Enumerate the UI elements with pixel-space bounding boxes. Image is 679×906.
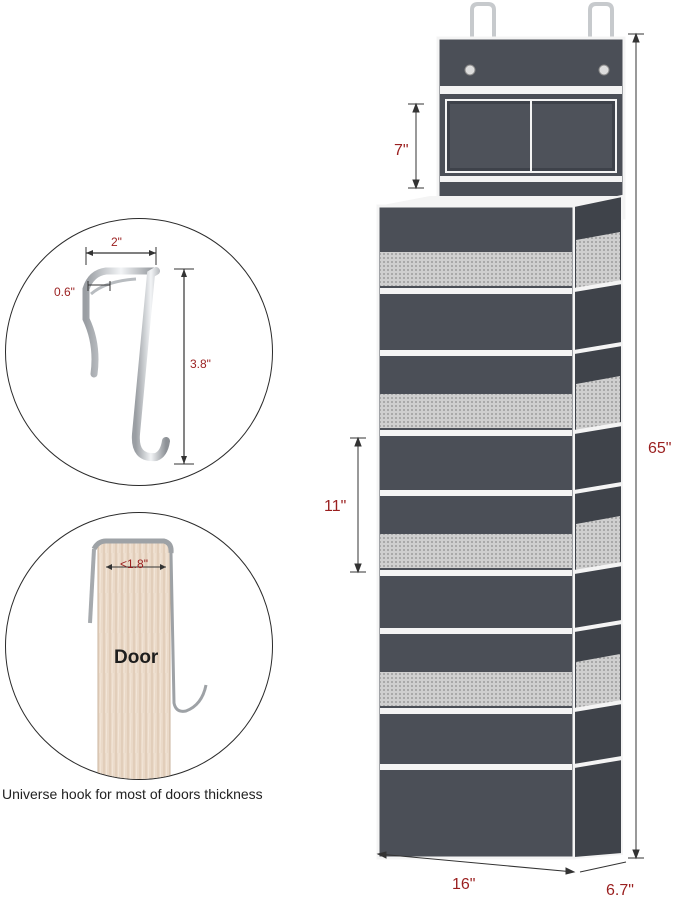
depth-label: 6.7": [606, 882, 634, 899]
top-pocket-height-label: 7": [394, 142, 409, 159]
door-detail-circle: <1.8" Door: [5, 512, 273, 780]
grommet-left: [464, 64, 476, 76]
hook-detail-circle: 2" 0.6" 3.8": [5, 218, 273, 486]
hook-caption: Universe hook for most of doors thicknes…: [2, 786, 263, 802]
hook-width-label: 2": [111, 235, 122, 249]
door-gap-label: <1.8": [120, 557, 148, 571]
pocket-height-label: 11": [324, 498, 347, 515]
total-height-label: 65": [648, 440, 672, 457]
pocket-rows: [380, 232, 623, 770]
width-label: 16": [452, 876, 476, 893]
over-door-organizer: [350, 2, 644, 875]
door-label: Door: [114, 647, 159, 668]
hook-thickness-label: 0.6": [54, 285, 75, 299]
door-hooks: [470, 2, 614, 42]
hook-height-label: 3.8": [190, 357, 211, 371]
grommet-right: [598, 64, 610, 76]
main-body: [376, 204, 576, 860]
door-illustration: [88, 538, 208, 779]
hook-illustration: [82, 247, 194, 465]
